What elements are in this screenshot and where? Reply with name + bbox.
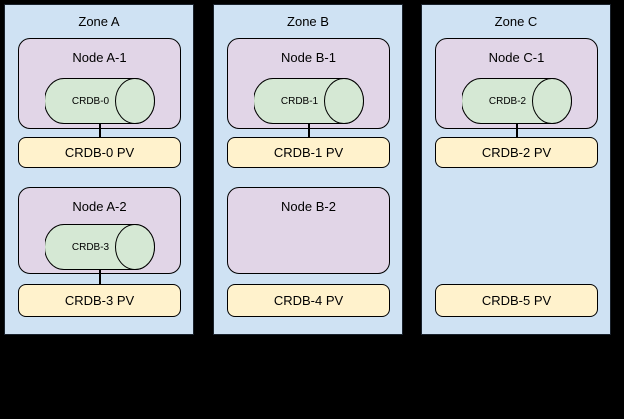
zone-b-title: Zone B [287, 14, 329, 29]
pv-crdb-2: CRDB-2 PV [435, 137, 598, 168]
node-b1-title: Node B-1 [281, 50, 336, 65]
disk-cylinder-crdb-3: CRDB-3 [45, 224, 155, 270]
node-c1: Node C-1 CRDB-2 [435, 38, 598, 129]
node-b2: Node B-2 [227, 187, 390, 274]
node-a1-title: Node A-1 [72, 50, 127, 65]
connector-node-a1-to-pv [99, 123, 101, 138]
connector-node-a2-to-pv [99, 269, 101, 285]
disk-cylinder-crdb-1: CRDB-1 [254, 78, 364, 124]
node-a2-title: Node A-2 [72, 199, 127, 214]
disk-label: CRDB-2 [488, 95, 527, 107]
disk-cylinder-crdb-2: CRDB-2 [462, 78, 572, 124]
node-b2-title: Node B-2 [281, 199, 336, 214]
disk-label: CRDB-1 [280, 95, 319, 107]
cylinder-shape-icon [254, 78, 364, 124]
zone-a-title: Zone A [78, 14, 120, 29]
node-c1-title: Node C-1 [488, 50, 545, 65]
zone-a: Zone A Node A-1 CRDB-0 CRDB-0 PV Node A-… [4, 4, 194, 335]
pv-crdb-4: CRDB-4 PV [227, 284, 390, 317]
connector-node-b1-to-pv [308, 123, 310, 138]
cylinder-shape-icon [45, 78, 155, 124]
zone-c: Zone C Node C-1 CRDB-2 CRDB-2 PV CRDB-5 … [421, 4, 611, 335]
node-a1: Node A-1 CRDB-0 [18, 38, 181, 129]
zone-b: Zone B Node B-1 CRDB-1 CRDB-1 PV Node B-… [213, 4, 403, 335]
zone-c-title: Zone C [494, 14, 538, 29]
pv-crdb-0: CRDB-0 PV [18, 137, 181, 168]
node-b1: Node B-1 CRDB-1 [227, 38, 390, 129]
pv-crdb-5: CRDB-5 PV [435, 284, 598, 317]
cylinder-shape-icon [45, 224, 155, 270]
node-a2: Node A-2 CRDB-3 [18, 187, 181, 274]
disk-label: CRDB-0 [71, 95, 110, 107]
disk-label: CRDB-3 [71, 241, 110, 253]
pv-crdb-3: CRDB-3 PV [18, 284, 181, 317]
cylinder-shape-icon [462, 78, 572, 124]
pv-crdb-1: CRDB-1 PV [227, 137, 390, 168]
connector-node-c1-to-pv [516, 123, 518, 138]
disk-cylinder-crdb-0: CRDB-0 [45, 78, 155, 124]
